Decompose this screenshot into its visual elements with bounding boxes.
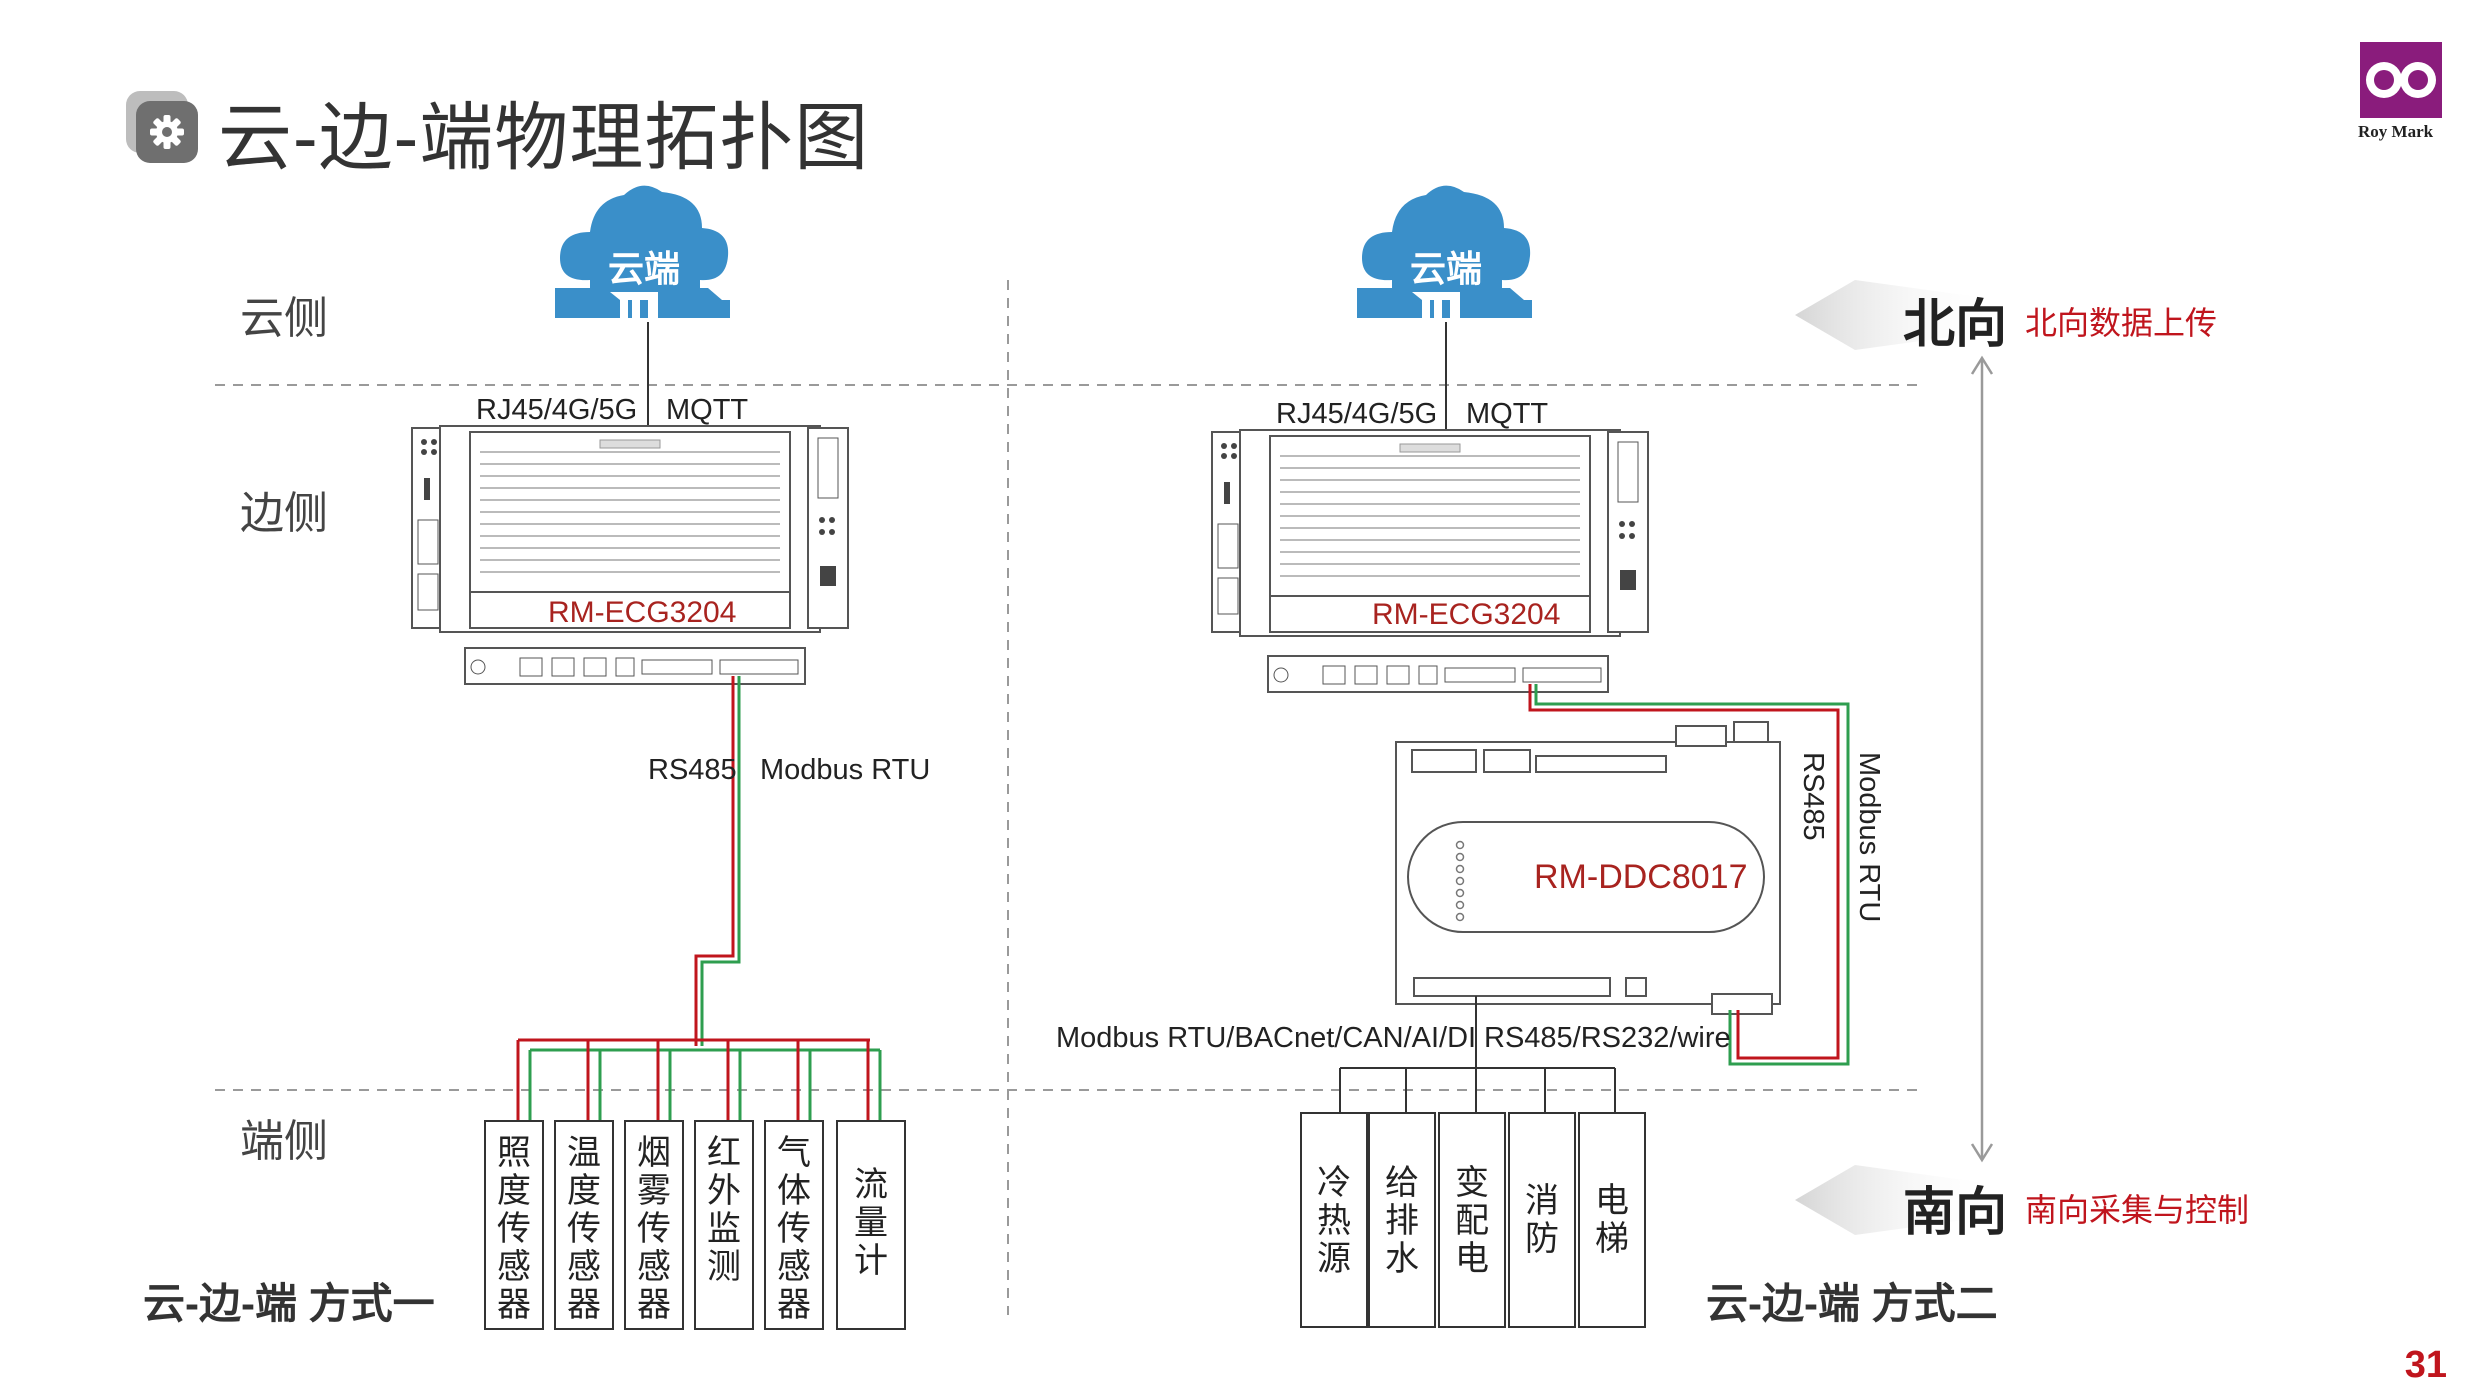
device-label: 温度传感器 <box>567 1134 601 1324</box>
uplink-interface-right: RJ45/4G/5G <box>1276 398 1438 430</box>
cloud-icon-left <box>555 185 730 322</box>
zone-label-terminal: 端侧 <box>240 1117 328 1166</box>
gateway-ports-right <box>1273 665 1602 685</box>
mode1-label: 云-边-端 方式一 <box>143 1280 435 1327</box>
rs485-wires-left <box>516 676 882 1120</box>
uplink-protocol-left: MQTT <box>666 394 749 426</box>
zone-label-cloud: 云侧 <box>240 294 328 343</box>
gateway-ports-left <box>470 657 799 677</box>
mode2-label: 云-边-端 方式二 <box>1706 1280 1998 1327</box>
side-interface-right: RS485 <box>1797 752 1829 841</box>
device-flow-meter: 流量计 <box>836 1120 906 1330</box>
bus-protocols: Modbus RTU/BACnet/CAN/AI/DI <box>1056 1022 1477 1054</box>
settings-icon <box>126 91 198 163</box>
bus-wires-right <box>1339 996 1616 1112</box>
gateway-side-leds-right <box>1217 441 1639 615</box>
south-arrow-shape <box>1795 1165 2000 1235</box>
device-elevator: 电梯 <box>1578 1112 1646 1328</box>
device-label: 消防 <box>1525 1182 1559 1258</box>
device-label: 变配电 <box>1455 1164 1489 1278</box>
uplink-protocol-right: MQTT <box>1466 398 1549 430</box>
device-label: 冷热源 <box>1317 1164 1351 1278</box>
roy-mark-logo <box>2360 42 2442 118</box>
side-protocol-right: Modbus RTU <box>1853 752 1885 923</box>
device-water-supply: 给排水 <box>1368 1112 1436 1328</box>
device-heat-cold-source: 冷热源 <box>1300 1112 1368 1328</box>
downlink-protocol-left: Modbus RTU <box>760 754 931 786</box>
page-number: 31 <box>2404 1344 2447 1386</box>
gateway-model-right: RM-ECG3204 <box>1372 598 1561 631</box>
device-label: 气体传感器 <box>777 1134 811 1324</box>
device-label: 电梯 <box>1595 1182 1629 1258</box>
gateway-side-leds-left <box>417 437 839 611</box>
device-label: 红外监测 <box>707 1134 741 1286</box>
controller-model: RM-DDC8017 <box>1534 858 1748 896</box>
device-label: 烟雾传感器 <box>637 1134 671 1324</box>
device-label: 流量计 <box>854 1166 888 1280</box>
device-infrared-monitor: 红外监测 <box>694 1120 754 1330</box>
rs485-wires-right <box>1528 684 1850 1066</box>
device-illuminance-sensor: 照度传感器 <box>484 1120 544 1330</box>
bus-interfaces: RS485/RS232/wire <box>1484 1022 1731 1054</box>
gateway-heatsink-right <box>1280 455 1580 577</box>
zone-separators <box>215 280 1920 1315</box>
cloud-label-left: 云端 <box>608 248 681 289</box>
gateway-heatsink-left <box>480 451 780 573</box>
gateway-device-left <box>411 425 849 685</box>
page-title: 云-边-端物理拓扑图 <box>218 96 870 179</box>
brand-name: Roy Mark <box>2358 122 2434 141</box>
device-label: 给排水 <box>1385 1164 1419 1278</box>
uplink-interface-left: RJ45/4G/5G <box>476 394 638 426</box>
south-description: 南向采集与控制 <box>2025 1192 2250 1228</box>
device-fire-protection: 消防 <box>1508 1112 1576 1328</box>
vertical-double-arrow <box>1970 355 1994 1163</box>
north-arrow-shape <box>1795 280 2000 350</box>
zone-label-edge: 边侧 <box>240 489 328 538</box>
cloud-label-right: 云端 <box>1410 248 1483 289</box>
cloud-icon-right <box>1357 185 1532 322</box>
downlink-interface-left: RS485 <box>648 754 737 786</box>
north-label: 北向 <box>1903 296 2008 354</box>
gateway-device-right <box>1211 429 1649 693</box>
gateway-model-left: RM-ECG3204 <box>548 596 737 629</box>
ddc-status-leds <box>1455 840 1465 922</box>
device-label: 照度传感器 <box>497 1134 531 1324</box>
south-label: 南向 <box>1903 1184 2008 1242</box>
device-gas-sensor: 气体传感器 <box>764 1120 824 1330</box>
device-temperature-sensor: 温度传感器 <box>554 1120 614 1330</box>
device-power-distribution: 变配电 <box>1438 1112 1506 1328</box>
north-description: 北向数据上传 <box>2025 305 2218 341</box>
device-smoke-sensor: 烟雾传感器 <box>624 1120 684 1330</box>
